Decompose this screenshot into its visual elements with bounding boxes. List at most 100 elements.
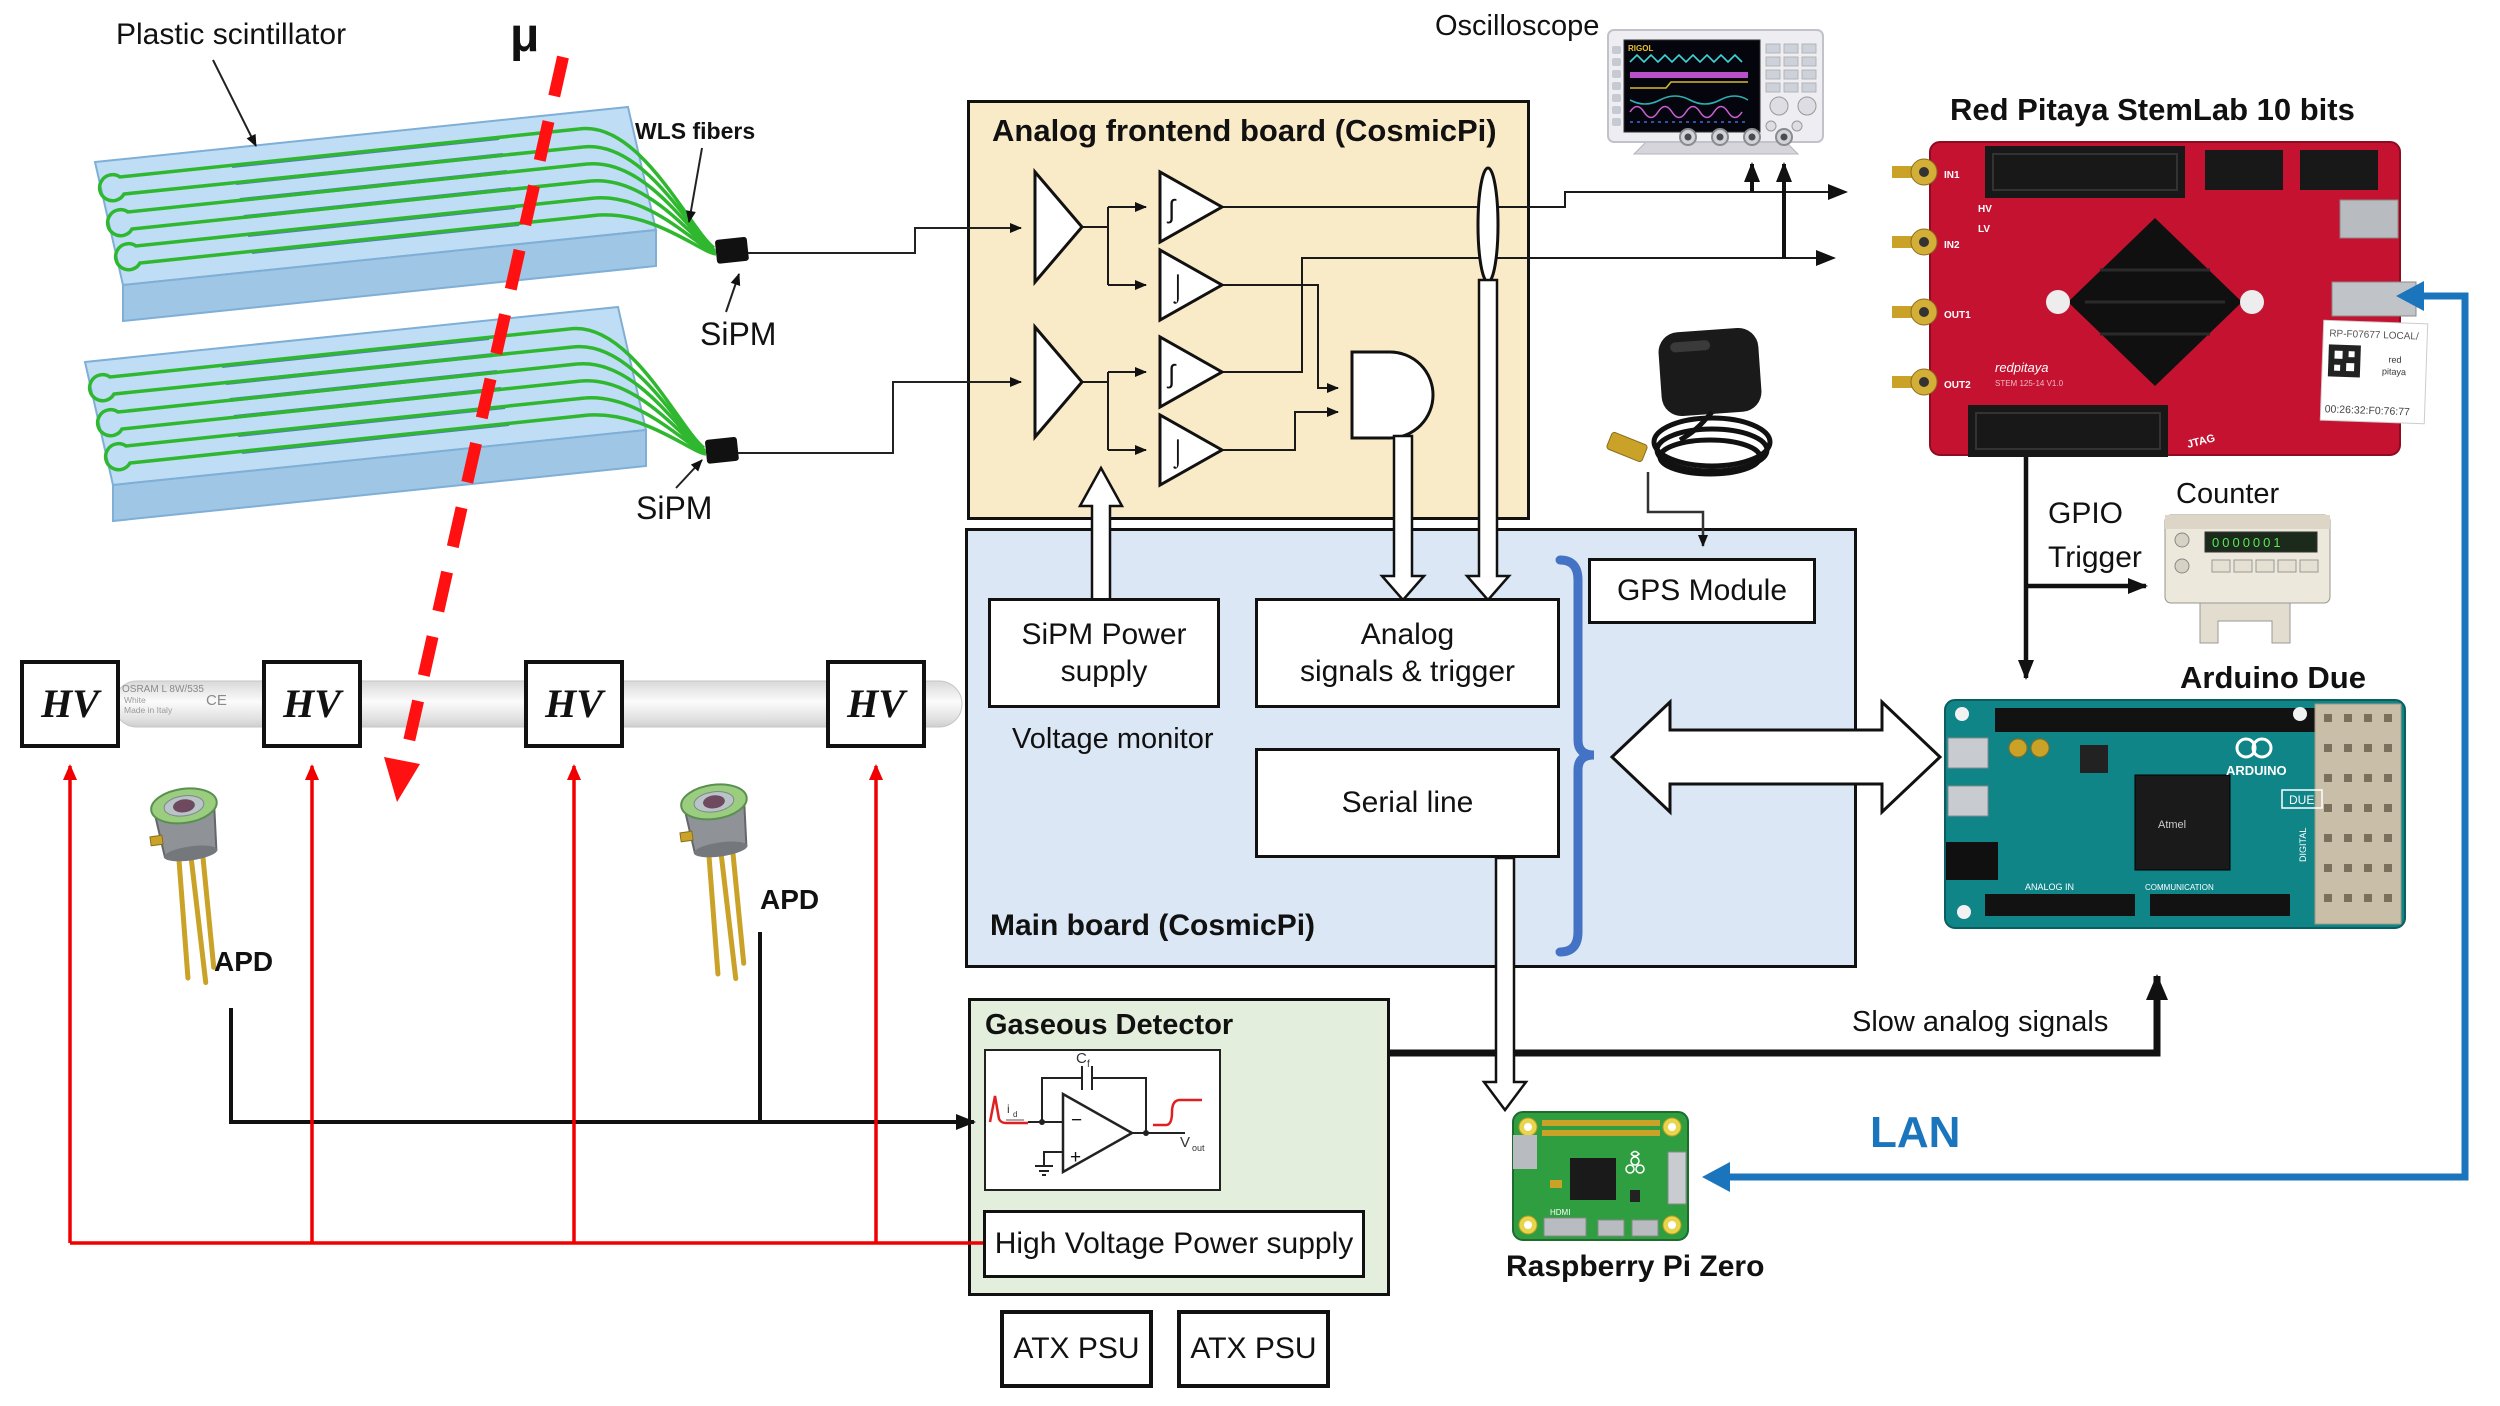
scope-probe-arrows	[1744, 162, 1792, 258]
oscilloscope-label: Oscilloscope	[1435, 10, 1600, 42]
rp-lv-label: LV	[1978, 224, 1990, 235]
opamp-minus: −	[1071, 1110, 1082, 1131]
id-label: i	[1007, 1102, 1010, 1116]
hv-distribution-lines	[63, 764, 984, 1245]
gaseous-title: Gaseous Detector	[985, 1009, 1234, 1041]
rp-in1-label: IN1	[1944, 170, 1960, 181]
cf-sub: f	[1087, 1059, 1090, 1070]
rp-sticker-brand1: red	[2388, 354, 2401, 364]
comparator-2	[1158, 247, 1226, 323]
serial-line-box: Serial line	[1255, 748, 1560, 858]
hv-box-1-label: HV	[41, 681, 99, 726]
arduino-silk-digital: DIGITAL	[2298, 828, 2308, 862]
gpio-trigger-arrows	[2018, 457, 2148, 680]
arduino-chip-label: Atmel	[2158, 819, 2186, 831]
voltage-monitor-label: Voltage monitor	[1012, 723, 1214, 755]
lan-link	[1702, 281, 2469, 1192]
wls-fibers-label: WLS fibers	[635, 118, 756, 144]
comparator-3	[1158, 334, 1226, 410]
hv-box-1: HV	[20, 660, 120, 748]
sipm-power-line1: SiPM Power	[1021, 617, 1187, 651]
slow-analog-line	[1390, 974, 2168, 1057]
rp-logo-text: redpitaya	[1995, 360, 2048, 375]
counter-display: 0000001	[2212, 535, 2284, 550]
pi-hdmi-label: HDMI	[1550, 1208, 1570, 1217]
gps-module-box: GPS Module	[1588, 558, 1816, 624]
amplifier-1	[1033, 167, 1084, 287]
analog-line2: signals & trigger	[1299, 655, 1516, 688]
arduino-silk-analog: ANALOG IN	[2025, 882, 2074, 892]
gpio-line2: Trigger	[2048, 540, 2142, 574]
comparator-1	[1158, 169, 1226, 245]
rp-sticker-brand2: pitaya	[2382, 366, 2406, 377]
counter-image: 0000001	[2164, 514, 2331, 644]
tube-print-2: White	[124, 695, 146, 705]
cf-label: C	[1076, 1050, 1087, 1067]
apd-right-label: APD	[760, 884, 820, 915]
analog-signals-trigger-box: Analog signals & trigger	[1255, 598, 1560, 708]
atx-psu-box-1: ATX PSU	[1000, 1310, 1153, 1388]
hv-box-4: HV	[826, 660, 926, 748]
grouping-bracket	[1555, 555, 1595, 957]
red-pitaya-label: Red Pitaya StemLab 10 bits	[1950, 92, 2355, 127]
raspberry-pi-image: HDMI	[1512, 1111, 1689, 1241]
rp-sticker-id: RP-F07677 LOCAL/	[2329, 328, 2419, 342]
hv-box-3-label: HV	[545, 681, 603, 726]
comparator-4-symbol: ⌡	[1170, 437, 1186, 469]
apd-left-label: APD	[214, 946, 274, 977]
analog-line1: Analog	[1360, 617, 1455, 651]
sipm-power-supply-box: SiPM Power supply	[988, 598, 1220, 708]
scintillator-panel-bottom	[83, 305, 742, 523]
mainboard-arduino-double-arrow	[1609, 698, 1943, 816]
rp-hv-label: HV	[1978, 204, 1992, 215]
arduino-silk-name: ARDUINO	[2226, 763, 2287, 778]
counter-label: Counter	[2176, 478, 2280, 510]
arduino-due-label: Arduino Due	[2180, 660, 2366, 695]
comparator-3-symbol: ∫	[1166, 359, 1177, 389]
serial-to-pi-arrow	[1481, 856, 1529, 1113]
serial-line-label: Serial line	[1341, 786, 1474, 820]
oscilloscope-image: RIGOL	[1607, 29, 1824, 155]
atx-psu-1-label: ATX PSU	[1013, 1332, 1140, 1366]
vout-label: V	[1180, 1134, 1190, 1151]
id-sub: d	[1013, 1110, 1017, 1119]
sipm-bottom-label: SiPM	[636, 490, 713, 526]
tube-print-3: Made in Italy	[124, 705, 173, 715]
rp-out2-label: OUT2	[1944, 380, 1971, 391]
arduino-silk-due: DUE	[2289, 793, 2314, 807]
frontend-circuit: ∫ ⌡ ∫ ⌡	[1033, 166, 1848, 488]
comparator-2-symbol: ⌡	[1170, 272, 1186, 304]
atx-psu-box-2: ATX PSU	[1177, 1310, 1330, 1388]
rp-in2-label: IN2	[1944, 240, 1960, 251]
main-board-title: Main board (CosmicPi)	[990, 909, 1316, 942]
hv-box-3: HV	[524, 660, 624, 748]
label-pointer-arrows	[212, 59, 741, 489]
scope-brand: RIGOL	[1628, 44, 1653, 53]
hollow-arrows	[1077, 278, 1943, 1113]
hv-power-supply-box: High Voltage Power supply	[983, 1210, 1365, 1278]
frontend-title: Analog frontend board (CosmicPi)	[992, 113, 1497, 148]
apd-right-image	[674, 780, 771, 983]
muon-track	[384, 55, 569, 802]
gpio-trigger-label: GPIO Trigger	[2048, 492, 2142, 579]
slow-analog-label: Slow analog signals	[1852, 1006, 2109, 1038]
and-gate	[1350, 350, 1435, 440]
red-pitaya-image: IN1 IN2 OUT1 OUT2 HV LV RP-	[1892, 141, 2429, 457]
atx-psu-2-label: ATX PSU	[1190, 1332, 1317, 1366]
tube-print-1: OSRAM L 8W/535	[122, 684, 204, 695]
apd-signal-lines	[229, 932, 976, 1130]
tube-ce-mark: CE	[206, 692, 227, 709]
trigger-arrow	[1379, 434, 1427, 602]
hv-box-4-label: HV	[847, 681, 905, 726]
gps-antenna-image	[1606, 327, 1773, 547]
hv-box-2: HV	[262, 660, 362, 748]
gps-module-label: GPS Module	[1616, 574, 1788, 608]
arduino-silk-comm: COMMUNICATION	[2145, 883, 2214, 892]
hv-power-supply-label: High Voltage Power supply	[994, 1227, 1354, 1261]
cable-bundle-ellipse	[1476, 166, 1500, 284]
sipm-signal-lines	[738, 223, 1022, 454]
sipm-top-label: SiPM	[700, 316, 777, 352]
rp-out1-label: OUT1	[1944, 310, 1971, 321]
